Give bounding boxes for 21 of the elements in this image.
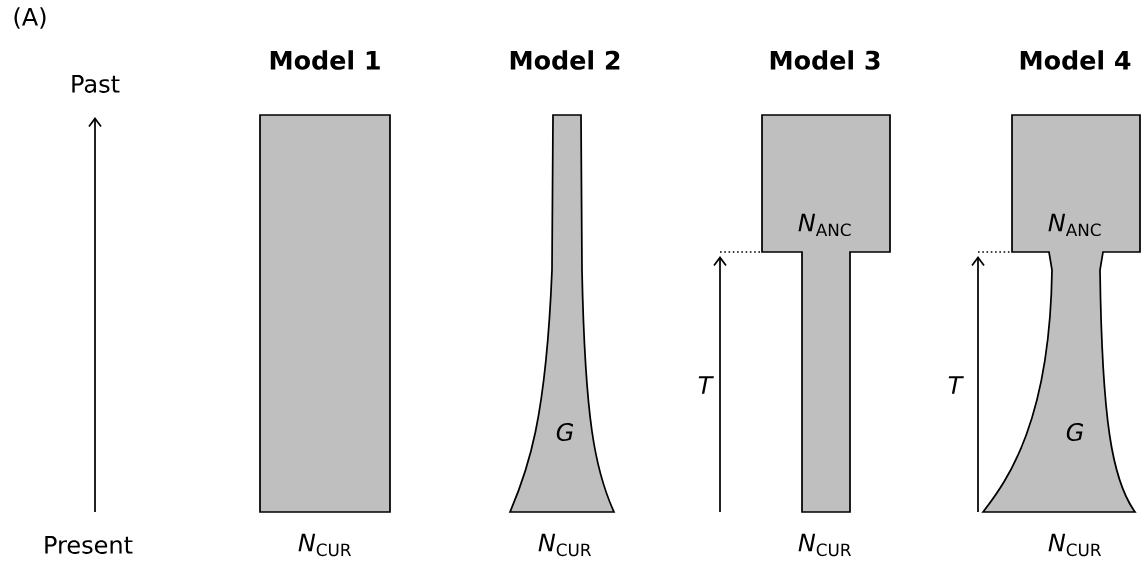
axis-label: Past (72, 75, 120, 93)
population-shape (761, 114, 891, 513)
model-title: Model 3 (770, 50, 880, 70)
population-size-label: N$_{ANC}$ (1048, 213, 1101, 237)
population-shape (259, 114, 391, 513)
growth-rate-label: G (556, 422, 574, 442)
model-title: Model 1 (270, 50, 380, 70)
growth-rate-label: G (1066, 422, 1084, 442)
population-size-label: N$_{CUR}$ (798, 533, 851, 557)
model-title: Model 4 (1020, 50, 1131, 70)
population-size-label: N$_{CUR}$ (538, 533, 591, 557)
time-label: T (698, 376, 714, 394)
population-shape (982, 114, 1141, 513)
population-size-label: N$_{ANC}$ (798, 213, 851, 237)
axis-label: Present (45, 536, 133, 554)
panel-label: (A) (14, 7, 46, 29)
population-shape (509, 114, 615, 513)
population-size-label: N$_{CUR}$ (1048, 533, 1101, 557)
model-title: Model 2 (510, 50, 620, 70)
time-label: T (948, 376, 964, 394)
population-size-label: N$_{CUR}$ (298, 533, 351, 557)
